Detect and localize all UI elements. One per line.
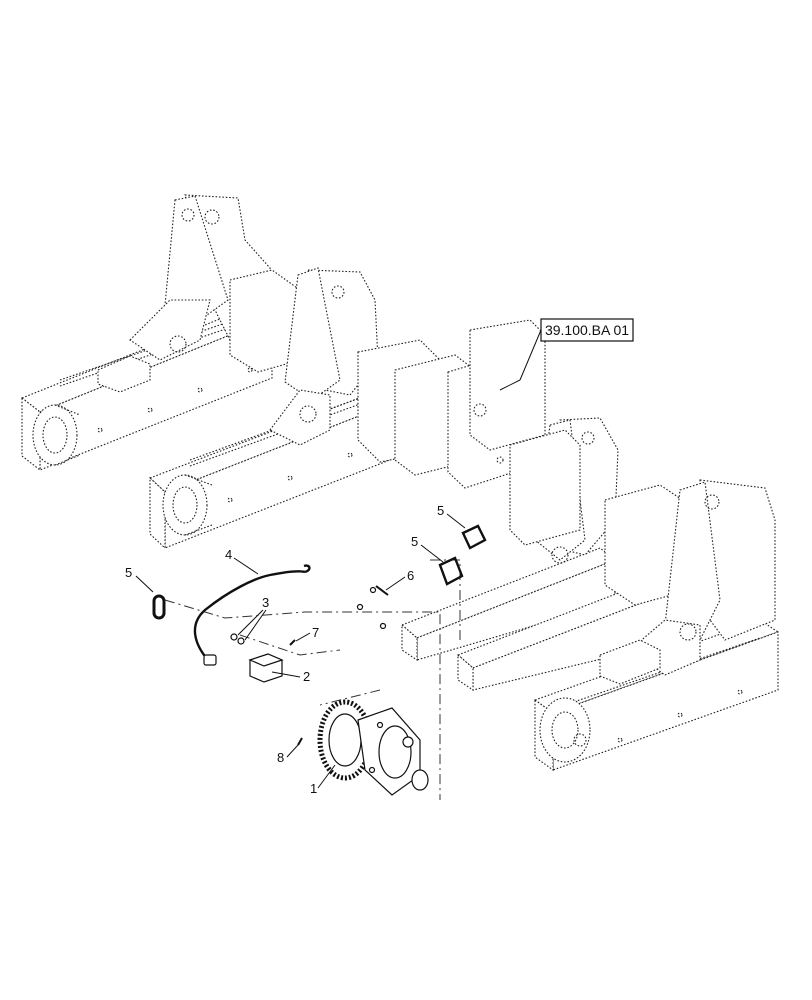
callout-number: 5 [411, 534, 418, 549]
callout-6: 6 [385, 568, 414, 591]
part-3-o-rings [230, 633, 245, 645]
callout-number: 5 [437, 503, 444, 518]
callout-7: 7 [295, 625, 319, 642]
guide-line [239, 634, 341, 656]
part-4-wire-harness [193, 564, 311, 666]
callout-5-left: 5 [125, 565, 154, 593]
part-5-seal-ring [152, 594, 166, 620]
callout-4: 4 [225, 547, 259, 575]
callout-8: 8 [277, 744, 299, 765]
callout-5-lower: 5 [411, 534, 444, 563]
callout-1: 1 [310, 764, 336, 796]
callout-number: 7 [312, 625, 319, 640]
callout-5-upper: 5 [437, 503, 466, 529]
callout-2: 2 [271, 669, 310, 684]
guide-line [164, 599, 441, 800]
part-8-bolt [297, 737, 303, 746]
callout-number: 1 [310, 781, 317, 796]
far-right-beam-assembly [533, 479, 780, 772]
part-1-tone-ring-hub [317, 699, 429, 796]
part-2-speed-sensor [248, 653, 284, 683]
part-5-gaskets [438, 524, 487, 586]
part-6-bolt [356, 585, 389, 630]
callout-number: 6 [407, 568, 414, 583]
right-beam-assembly [400, 417, 691, 692]
callout-number: 2 [303, 669, 310, 684]
callout-number: 3 [262, 595, 269, 610]
callout-3: 3 [237, 595, 269, 641]
left-beam-assembly [20, 194, 301, 472]
callout-number: 5 [125, 565, 132, 580]
callout-number: 4 [225, 547, 232, 562]
mount-plate [447, 319, 546, 489]
part-7-bolt [289, 639, 296, 646]
guide-line [319, 689, 381, 706]
reference-box[interactable]: 39.100.BA 01 [499, 318, 634, 391]
reference-label: 39.100.BA 01 [545, 322, 629, 338]
callout-number: 8 [277, 750, 284, 765]
